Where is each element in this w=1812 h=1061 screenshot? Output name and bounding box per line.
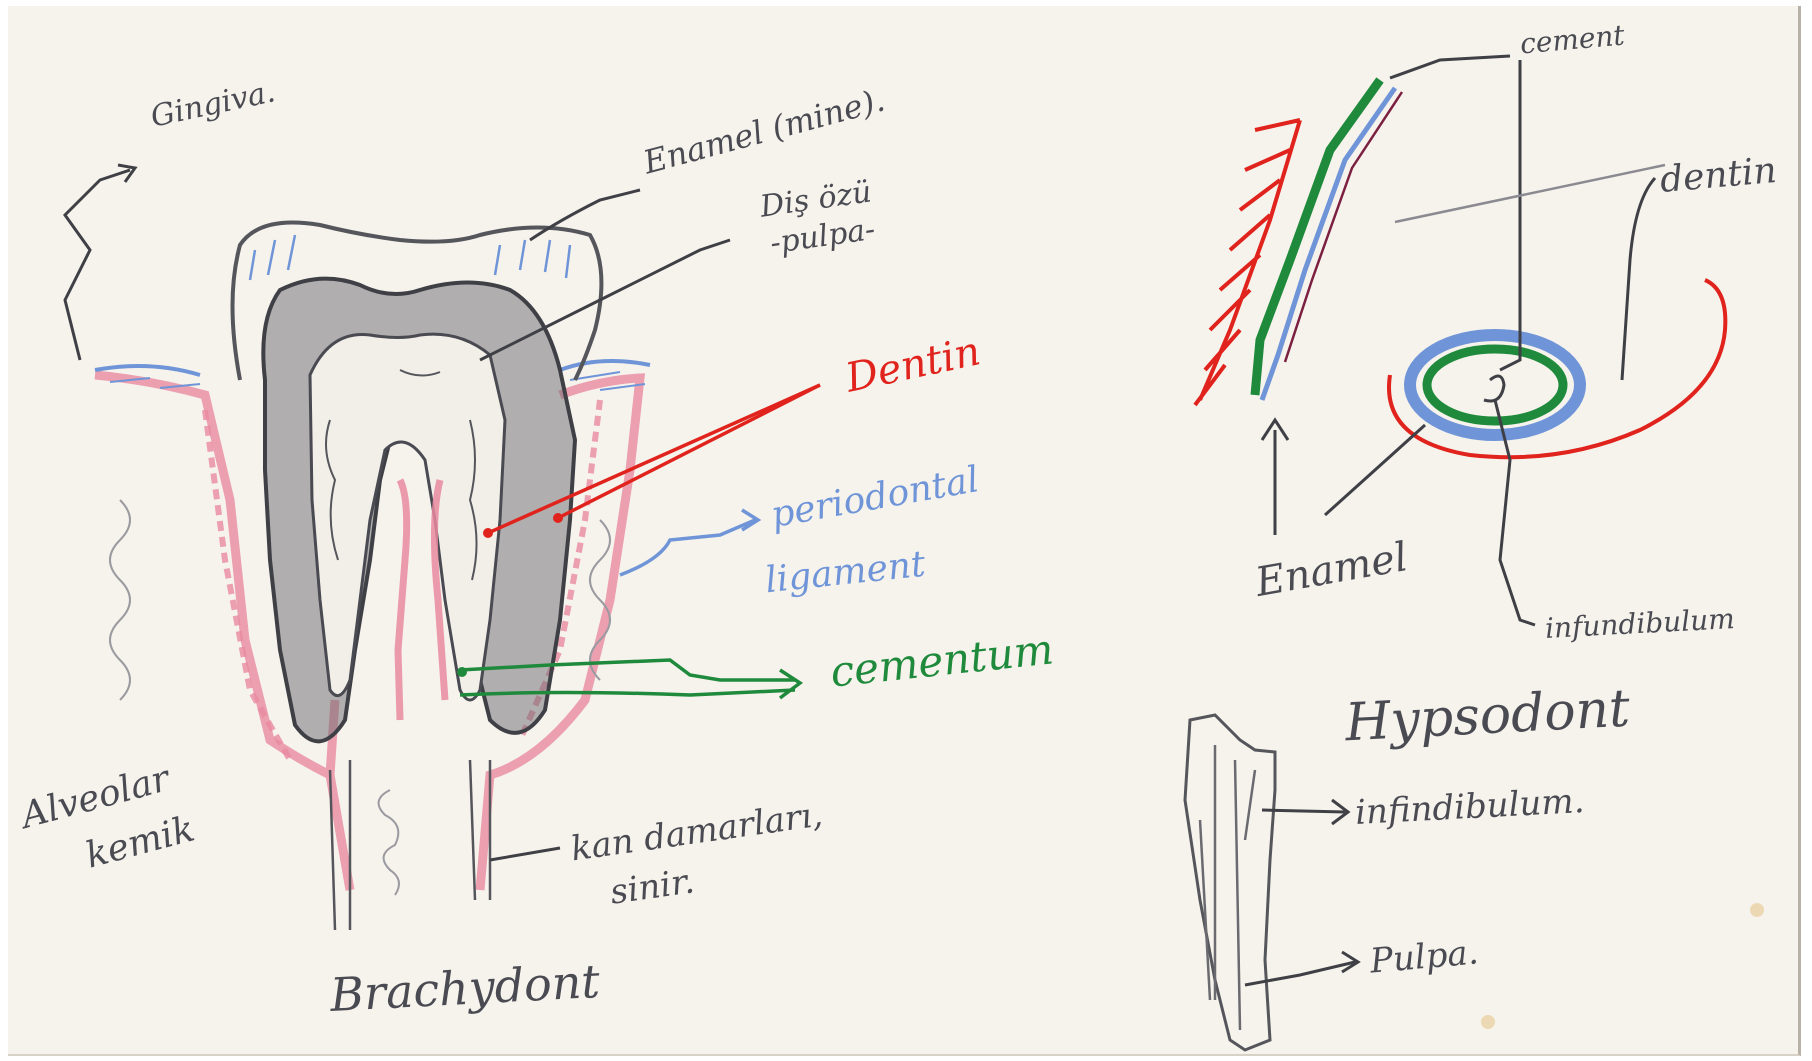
periodontal-leader xyxy=(620,520,755,575)
hypsodont-molar-inner xyxy=(1200,745,1255,1030)
cementum-arrowhead xyxy=(780,670,800,698)
paper-stain-2 xyxy=(1481,1015,1495,1029)
dentin-hyp-leader xyxy=(1395,165,1665,222)
gingiva-leader xyxy=(65,170,130,360)
ring-green xyxy=(1427,349,1563,421)
brachydont-title: Brachydont xyxy=(329,958,601,1018)
cement-leader xyxy=(1390,56,1510,78)
hypsodont-molar-outline xyxy=(1185,715,1275,1050)
hypsodont-section xyxy=(1185,56,1725,1050)
enamel-hyp-leader-2 xyxy=(1325,425,1425,515)
paper-stain-1 xyxy=(1750,903,1764,917)
cement-ring-leader xyxy=(1500,60,1520,370)
molar-pulpa-leader xyxy=(1245,962,1355,985)
dentin-dot-1 xyxy=(483,528,493,538)
vessels-leader xyxy=(490,848,560,860)
dentin-red-hatch xyxy=(1195,120,1300,405)
root-lines xyxy=(330,760,490,930)
molar-pulpa-label: Pulpa. xyxy=(1369,935,1480,978)
root-canal-pink xyxy=(398,480,445,720)
hyp-dentin-label: dentin xyxy=(1659,153,1778,199)
hypsodont-title: Hypsodont xyxy=(1344,683,1631,750)
infundibulum-swirl xyxy=(1484,376,1504,401)
dentin-hyp-leader-2 xyxy=(1622,178,1655,380)
cementum-dot xyxy=(457,667,467,677)
periodontal-arrowhead xyxy=(742,510,758,530)
dentin-dot-2 xyxy=(553,513,563,523)
molar-infund-leader xyxy=(1262,810,1345,812)
